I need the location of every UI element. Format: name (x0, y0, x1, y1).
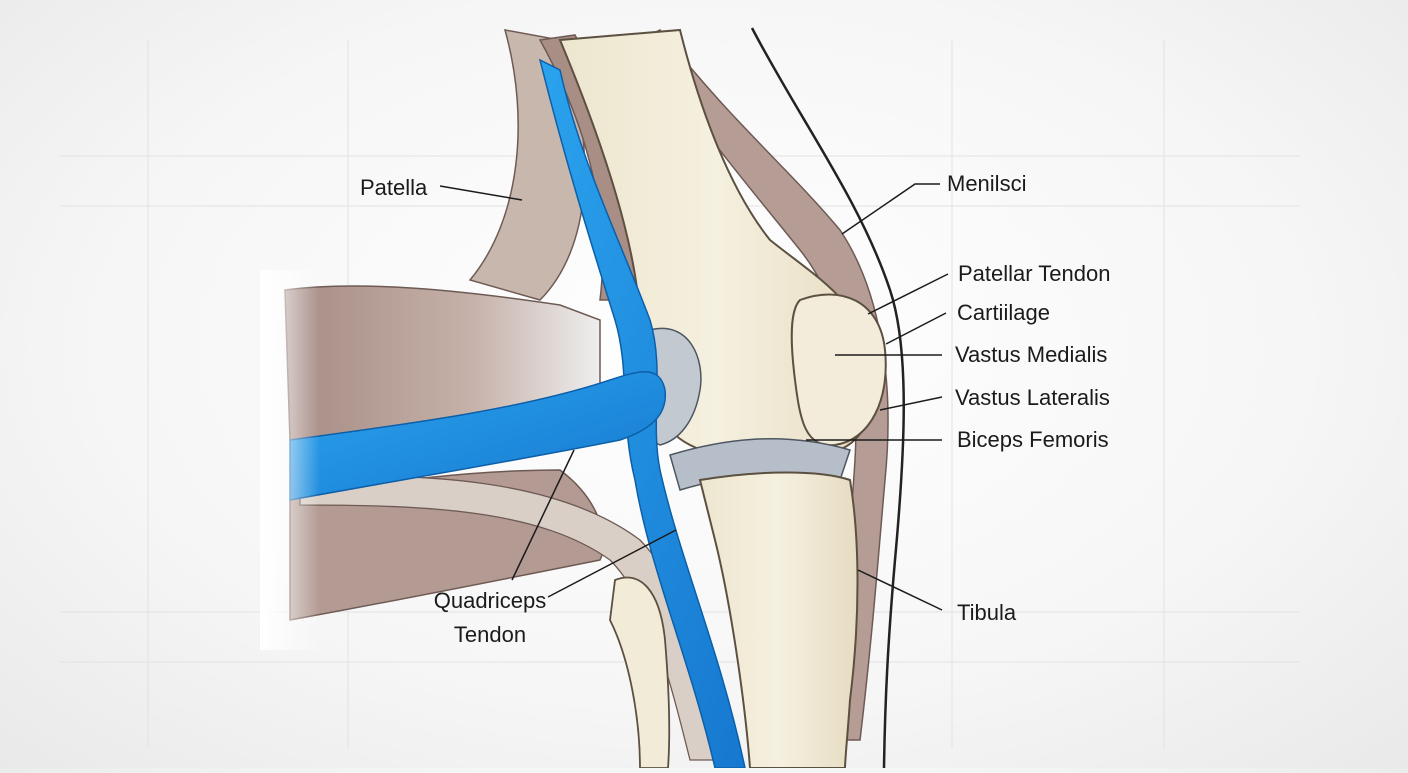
cartilage-ring (649, 327, 702, 446)
leader-cartilage (885, 312, 947, 345)
label-cartilage: Cartiilage (957, 300, 1050, 325)
label-menisci: Menilsci (947, 171, 1027, 196)
horizontal-blue-tendon (289, 371, 666, 501)
leader-quadriceps-2 (547, 529, 677, 598)
leader-patella (439, 185, 523, 201)
label-quadriceps-line2: Tendon (453, 622, 527, 647)
label-biceps-femoris: Biceps Femoris (957, 427, 1109, 452)
label-quadriceps-tendon: Quadriceps Tendon (420, 584, 560, 652)
label-quadriceps-line1: Quadriceps (433, 588, 547, 613)
tibia (698, 471, 859, 769)
leader-quadriceps-1 (511, 449, 575, 581)
lower-band (299, 475, 721, 761)
label-tibula: Tibula (957, 600, 1017, 625)
label-vastus-lateralis: Vastus Lateralis (955, 385, 1110, 410)
fibula (609, 576, 671, 769)
label-patella: Patella (360, 175, 428, 200)
leader-vastus-lateralis (879, 396, 943, 411)
skin-outline (750, 27, 905, 769)
label-patellar-tendon: Patellar Tendon (958, 261, 1111, 286)
label-vastus-medialis: Vastus Medialis (955, 342, 1108, 367)
leader-menisci (841, 183, 940, 235)
leader-tibula (857, 569, 943, 611)
patella-bone (790, 293, 887, 447)
leader-patellar-tendon (867, 273, 949, 315)
leader-lines (439, 183, 949, 611)
